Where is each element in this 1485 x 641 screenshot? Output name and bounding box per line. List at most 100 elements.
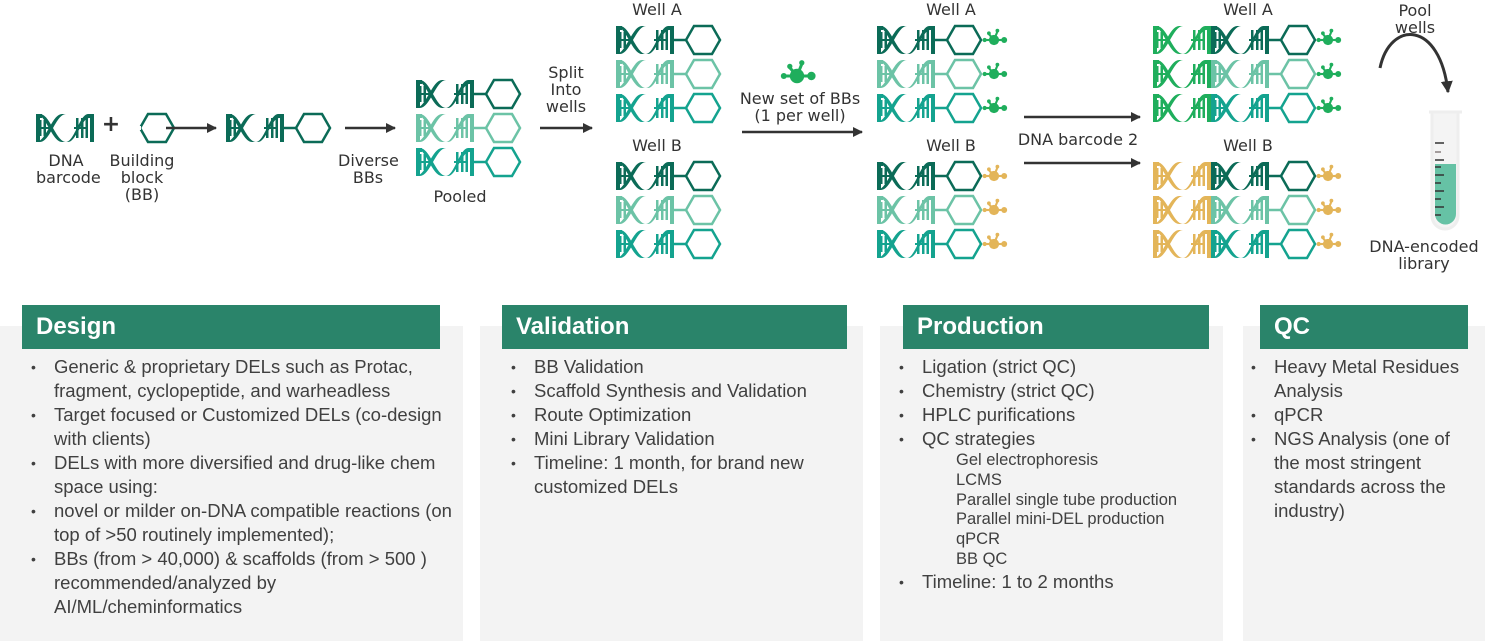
well-a-label-2: Well A (926, 0, 976, 19)
well-b-bb-icon (945, 228, 983, 260)
production-subitem: BB QC (956, 549, 1008, 568)
pooled-bb-icon (484, 78, 522, 110)
production-header: Production (903, 305, 1209, 349)
production-item: Chemistry (strict QC) (894, 379, 1214, 403)
well-a-bb-icon (1279, 92, 1317, 124)
design-item: BBs (from > 40,000) & scaffolds (from > … (26, 547, 458, 619)
well-b-dna-icon (1211, 230, 1269, 258)
new-bb-molecule-icon (780, 60, 816, 84)
design-header: Design (22, 305, 440, 349)
design-item: Generic & proprietary DELs such as Prota… (26, 355, 458, 403)
well-a-dna-icon (1211, 94, 1269, 122)
well-b-new-bb-icon (1316, 164, 1342, 182)
well-a-dna-icon (616, 26, 674, 54)
split-into-wells-label: Split Into wells (536, 64, 596, 115)
well-b-barcode2-icon (1153, 196, 1211, 224)
well-a-barcode2-icon (1153, 26, 1211, 54)
well-b-dna-icon (616, 230, 674, 258)
split-label-line2: Into (550, 80, 582, 99)
dna-encoded-library-label: DNA-encoded library (1362, 238, 1485, 272)
library-label-line2: library (1398, 254, 1450, 273)
pooled-label: Pooled (433, 187, 487, 206)
building-block-label-line1: Building (109, 151, 175, 170)
well-b-new-bb-icon (1316, 232, 1342, 250)
well-a-label-1: Well A (632, 0, 682, 19)
well-b-dna-icon (1211, 196, 1269, 224)
well-a-new-bb-icon (1316, 62, 1342, 80)
split-label-line1: Split (548, 63, 584, 82)
production-subitem: Parallel single tube production (956, 490, 1178, 509)
design-item: Target focused or Customized DELs (co-de… (26, 403, 458, 451)
well-b-bb-icon (684, 228, 722, 260)
well-a-label-3: Well A (1223, 0, 1273, 19)
well-b-dna-icon (877, 162, 935, 190)
del-workflow-diagram (36, 24, 1462, 260)
new-bbs-label: New set of BBs (1 per well) (732, 90, 868, 124)
well-b-new-bb-icon (982, 198, 1008, 216)
pooled-dna-icon (416, 148, 474, 176)
production-subitem: LCMS (956, 470, 1002, 489)
well-b-new-bb-icon (982, 232, 1008, 250)
well-a-bb-icon (945, 58, 983, 90)
pool-wells-label-line2: wells (1394, 18, 1436, 37)
well-a-dna-icon (877, 94, 935, 122)
well-b-new-bb-icon (1316, 198, 1342, 216)
well-a-dna-icon (877, 60, 935, 88)
split-label-line3: wells (545, 97, 587, 116)
well-b-dna-icon (616, 196, 674, 224)
well-a-new-bb-icon (982, 62, 1008, 80)
diverse-bbs-label-line1: Diverse (338, 151, 399, 170)
well-a-barcode2-icon (1153, 60, 1211, 88)
well-a-barcode2-icon (1153, 94, 1211, 122)
qc-item: NGS Analysis (one of the most stringent … (1246, 427, 1478, 523)
pooled-dna-icon (416, 114, 474, 142)
well-a-bb-icon (1279, 58, 1317, 90)
diverse-bbs-label: Diverse BBs (338, 151, 399, 187)
well-b-dna-icon (877, 196, 935, 224)
well-b-bb-icon (945, 194, 983, 226)
well-a-bb-icon (684, 24, 722, 56)
well-a-bb-icon (684, 58, 722, 90)
well-a-new-bb-icon (1316, 28, 1342, 46)
well-b-new-bb-icon (982, 164, 1008, 182)
well-b-bb-icon (684, 194, 722, 226)
production-subitem: Gel electrophoresis (956, 451, 1099, 469)
validation-header: Validation (502, 305, 847, 349)
plus-sign: + (101, 112, 121, 137)
well-b-dna-icon (1211, 162, 1269, 190)
well-a-dna-icon (877, 26, 935, 54)
validation-item: BB Validation (506, 355, 846, 379)
well-b-label-2: Well B (926, 136, 976, 155)
design-item: novel or milder on-DNA compatible reacti… (26, 499, 458, 547)
pooled-bb-icon (484, 146, 522, 178)
well-b-bb-icon (684, 160, 722, 192)
well-a-bb-icon (945, 24, 983, 56)
well-b-label-3: Well B (1223, 136, 1273, 155)
diverse-bbs-label-line2: BBs (352, 168, 384, 187)
validation-item: Mini Library Validation (506, 427, 846, 451)
pool-wells-label: Pool wells (1385, 2, 1445, 36)
dna-barcode-label-line2: barcode (36, 168, 101, 187)
well-b-dna-icon (616, 162, 674, 190)
new-bbs-label-line1: New set of BBs (739, 89, 861, 108)
well-a-new-bb-icon (1316, 96, 1342, 114)
design-item: DELs with more diversified and drug-like… (26, 451, 458, 499)
well-b-bb-icon (945, 160, 983, 192)
production-subitem: qPCR (956, 530, 1001, 549)
well-a-dna-icon (1211, 60, 1269, 88)
validation-item: Scaffold Synthesis and Validation (506, 379, 846, 403)
qc-item: Heavy Metal Residues Analysis (1246, 355, 1478, 403)
building-block-hexagon-icon (294, 112, 332, 144)
well-a-new-bb-icon (982, 96, 1008, 114)
well-a-dna-icon (1211, 26, 1269, 54)
well-a-dna-icon (616, 94, 674, 122)
well-a-bb-icon (684, 92, 722, 124)
building-block-label: Building block (BB) (106, 152, 178, 203)
well-a-dna-icon (616, 60, 674, 88)
qc-item: qPCR (1246, 403, 1478, 427)
production-item: Timeline: 1 to 2 months (894, 570, 1214, 594)
qc-header: QC (1260, 305, 1468, 349)
validation-item: Route Optimization (506, 403, 846, 427)
production-item: HPLC purifications (894, 403, 1214, 427)
building-block-label-line3: (BB) (124, 185, 160, 204)
